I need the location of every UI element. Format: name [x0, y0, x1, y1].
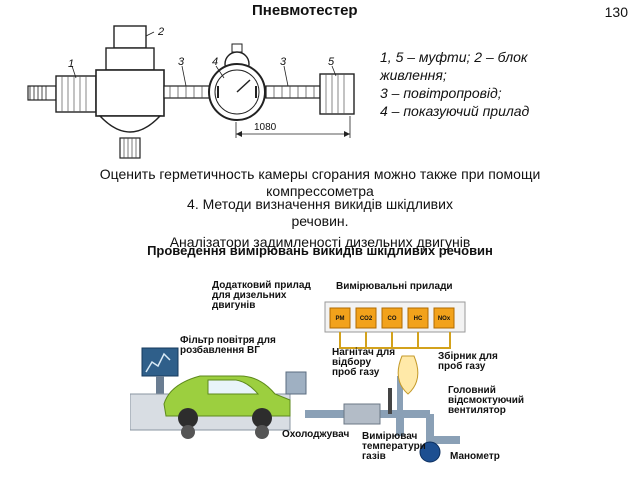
subheading-smoke-analyzers: Аналізатори задимленості дизельних двигу…	[169, 234, 471, 250]
label-temp-meter: Вимірювач температури газів	[362, 431, 426, 462]
label-instruments: Вимірювальні прилади	[336, 281, 453, 292]
label-manometer: Манометр	[450, 451, 500, 462]
subheading-measurements: Проведення вимірювань викидів шкідливих …	[147, 243, 493, 258]
analyzer-nox: NOx	[437, 316, 451, 322]
legend-line: 1, 5 – муфти; 2 – блок	[380, 49, 528, 65]
pneumotester-drawing	[27, 25, 355, 159]
dimension-label: 1080	[254, 122, 277, 133]
callout-3a: 3	[178, 56, 185, 68]
legend-line: 4 – показуючий прилад	[380, 103, 530, 119]
section-heading: 4. Методи визначення викидів шкідливих р…	[187, 196, 453, 229]
analyzer-hc: HC	[413, 316, 423, 322]
legend-line: 3 – повітропровід;	[380, 85, 502, 101]
callout-2: 2	[158, 26, 165, 38]
analyzer-co2: CO2	[359, 316, 373, 322]
callout-1: 1	[68, 58, 75, 70]
label-air-filter: Фільтр повітря для розбавлення ВГ	[180, 335, 276, 356]
callout-4: 4	[212, 56, 219, 68]
slide-title: Пневмотестер	[252, 2, 358, 19]
paragraph-compressometer: Оценить герметичность камеры сгорания мо…	[99, 166, 541, 199]
callout-5: 5	[328, 56, 335, 68]
analyzer-co: CO	[387, 316, 397, 322]
legend-line: живлення;	[380, 67, 447, 83]
page-number: 130	[604, 4, 628, 20]
label-cooler: Охолоджувач	[282, 429, 350, 440]
emission-test-diagram	[130, 301, 466, 463]
label-main-fan: Головний відсмоктуючий вентилятор	[448, 385, 525, 416]
label-collector: Збірник для проб газу	[438, 351, 498, 372]
analyzer-pm: PM	[335, 316, 345, 322]
label-extra-device: Додатковий прилад для дизельних двигунів	[212, 280, 311, 311]
label-blower: Нагнітач для відбору проб газу	[332, 347, 396, 378]
legend: 1, 5 – муфти; 2 – блок живлення; 3 – пов…	[380, 48, 620, 120]
callout-3b: 3	[280, 56, 287, 68]
